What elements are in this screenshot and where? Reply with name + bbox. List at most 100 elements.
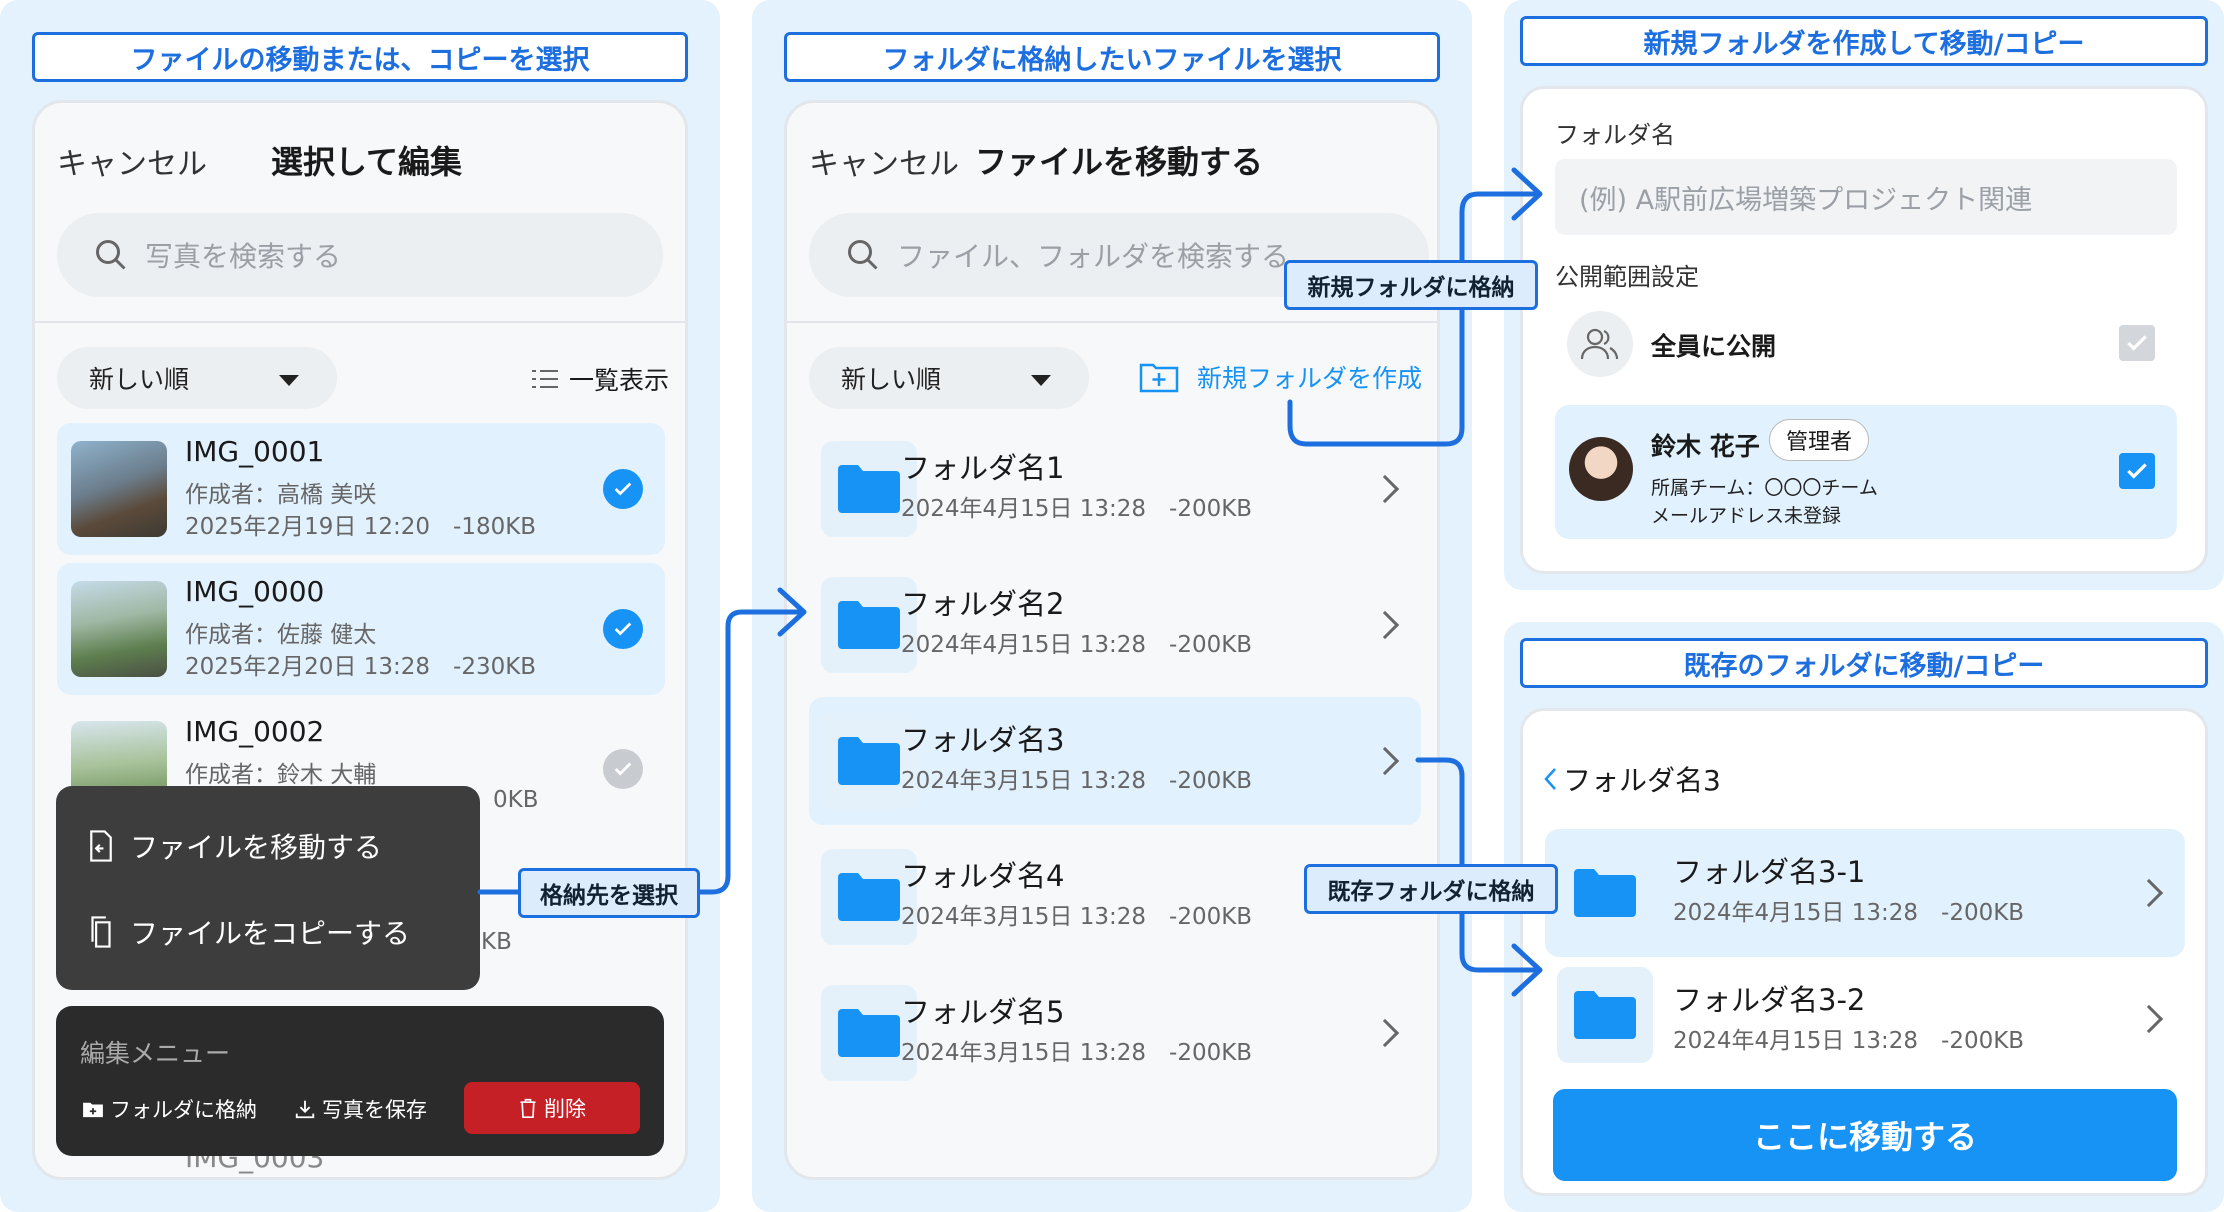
folder-name: フォルダ名1 [901, 451, 1065, 485]
step-label-4: 既存のフォルダに移動/コピー [1520, 638, 2208, 688]
folder-name: フォルダ名3 [901, 723, 1065, 757]
search-input[interactable]: 写真を検索する [57, 213, 663, 297]
edit-menu-title: 編集メニュー [80, 1039, 231, 1068]
group-avatar [1567, 311, 1633, 377]
folder-meta: 2024年4月15日 13:28 -200KB [1673, 900, 2025, 926]
view-toggle[interactable]: 一覧表示 [531, 361, 669, 397]
folder-meta: 2024年3月15日 13:28 -200KB [901, 904, 1253, 930]
avatar [1569, 437, 1633, 501]
user-checkbox[interactable] [2119, 453, 2155, 489]
folder-row-selected[interactable]: フォルダ名3-1 2024年4月15日 13:28 -200KB [1545, 829, 2185, 957]
item-meta: 0KB [493, 787, 539, 813]
back-nav[interactable]: フォルダ名3 [1543, 759, 1721, 799]
copy-file-menu-item[interactable]: ファイルをコピーする [86, 912, 410, 952]
search-icon [848, 240, 878, 270]
folder-meta: 2024年3月15日 13:28 -200KB [901, 768, 1253, 794]
folder-meta: 2024年4月15日 13:28 -200KB [901, 496, 1253, 522]
folder-meta: 2024年4月15日 13:28 -200KB [1673, 1028, 2025, 1054]
chevron-right-icon [2134, 878, 2164, 908]
sort-label: 新しい順 [89, 365, 190, 394]
chevron-right-icon [2134, 1004, 2164, 1034]
cancel-button[interactable]: キャンセル [809, 147, 959, 182]
search-icon [96, 240, 126, 270]
cancel-button[interactable]: キャンセル [57, 147, 207, 182]
new-folder-form: フォルダ名 (例) A駅前広場増築プロジェクト関連 公開範囲設定 全員に公開 鈴… [1520, 86, 2208, 574]
folder-icon [821, 985, 917, 1081]
folder-icon [1557, 967, 1653, 1063]
folder-row[interactable]: フォルダ名4 2024年3月15日 13:28 -200KB [809, 833, 1421, 961]
folder-name-label: フォルダ名 [1555, 121, 1675, 149]
view-toggle-label: 一覧表示 [569, 366, 670, 395]
save-photo-label: 写真を保存 [322, 1098, 427, 1122]
item-title: IMG_0001 [185, 435, 325, 468]
folder-name: フォルダ名4 [901, 859, 1065, 893]
move-file-icon [90, 830, 112, 862]
divider [787, 321, 1437, 323]
trash-icon [520, 1098, 536, 1118]
new-folder-button[interactable]: 新規フォルダを作成 [1139, 359, 1422, 395]
user-row[interactable]: 鈴木 花子 管理者 所属チーム：〇〇〇チーム メールアドレス未登録 [1555, 405, 2177, 539]
folder-name: フォルダ名3-2 [1673, 983, 1866, 1017]
divider [35, 321, 685, 323]
user-name: 鈴木 花子 [1651, 432, 1760, 461]
to-folder-label: フォルダに格納 [110, 1098, 257, 1122]
search-placeholder: ファイル、フォルダを検索する [897, 240, 1290, 273]
item-author: 作成者：高橋 美咲 [185, 482, 377, 508]
folder-meta: 2024年4月15日 13:28 -200KB [901, 632, 1253, 658]
chevron-right-icon [1370, 1018, 1400, 1048]
folder-name: フォルダ名5 [901, 995, 1065, 1029]
page-title: ファイルを移動する [975, 143, 1264, 181]
folder-plus-icon [1139, 363, 1179, 393]
list-item[interactable]: IMG_0000 作成者：佐藤 健太 2025年2月20日 13:28 -230… [57, 563, 665, 695]
list-item[interactable]: IMG_0001 作成者：高橋 美咲 2025年2月19日 12:20 -180… [57, 423, 665, 555]
folder-meta: 2024年3月15日 13:28 -200KB [901, 1040, 1253, 1066]
chevron-left-icon [1544, 768, 1556, 790]
folder-row[interactable]: フォルダ名5 2024年3月15日 13:28 -200KB [809, 969, 1421, 1097]
item-author: 作成者：佐藤 健太 [185, 622, 377, 648]
back-title: フォルダ名3 [1563, 764, 1721, 797]
user-mail: メールアドレス未登録 [1651, 505, 1842, 527]
chevron-right-icon [1370, 610, 1400, 640]
unchecked-icon[interactable] [603, 749, 643, 789]
item-title: IMG_0002 [185, 715, 325, 748]
item-meta: 2025年2月19日 12:20 -180KB [185, 514, 537, 540]
users-icon [1580, 328, 1619, 360]
save-photo-button[interactable]: 写真を保存 [294, 1094, 427, 1124]
move-file-menu-item[interactable]: ファイルを移動する [86, 826, 382, 866]
folder-row-selected[interactable]: フォルダ名3 2024年3月15日 13:28 -200KB [809, 697, 1421, 825]
context-menu: ファイルを移動する ファイルをコピーする [56, 786, 480, 990]
folder-icon [821, 441, 917, 537]
folder-row[interactable]: フォルダ名1 2024年4月15日 13:28 -200KB [809, 425, 1421, 553]
folder-icon [821, 849, 917, 945]
checked-icon[interactable] [603, 469, 643, 509]
move-here-button[interactable]: ここに移動する [1553, 1089, 2177, 1181]
checked-icon[interactable] [603, 609, 643, 649]
edit-menu-bar: 編集メニュー フォルダに格納 写真を保存 削除 [56, 1006, 664, 1156]
new-folder-label: 新規フォルダを作成 [1197, 364, 1423, 393]
page-title: 選択して編集 [271, 143, 463, 181]
folder-name-input[interactable]: (例) A駅前広場増築プロジェクト関連 [1555, 159, 2177, 235]
user-team: 所属チーム：〇〇〇チーム [1651, 477, 1878, 499]
folder-add-icon [83, 1102, 103, 1118]
folder-row[interactable]: フォルダ名3-2 2024年4月15日 13:28 -200KB [1545, 965, 2185, 1065]
photo-thumbnail [71, 441, 167, 537]
item-meta: KB [481, 929, 512, 955]
public-all-checkbox[interactable] [2119, 325, 2155, 361]
item-title: IMG_0000 [185, 575, 325, 608]
delete-label: 削除 [544, 1097, 586, 1121]
folder-row[interactable]: フォルダ名2 2024年4月15日 13:28 -200KB [809, 561, 1421, 689]
tag-new-folder: 新規フォルダに格納 [1284, 260, 1538, 310]
move-file-label: ファイルを移動する [130, 831, 383, 864]
copy-icon [91, 916, 111, 948]
item-meta: 2025年2月20日 13:28 -230KB [185, 654, 537, 680]
chevron-down-icon [279, 375, 299, 386]
folder-icon [821, 713, 917, 809]
folder-name: フォルダ名3-1 [1673, 855, 1866, 889]
chevron-down-icon [1031, 375, 1051, 386]
list-icon [532, 370, 558, 388]
delete-button[interactable]: 削除 [464, 1082, 640, 1134]
photo-thumbnail [71, 581, 167, 677]
sort-label: 新しい順 [841, 365, 942, 394]
to-folder-button[interactable]: フォルダに格納 [82, 1094, 257, 1124]
folder-name-placeholder: (例) A駅前広場増築プロジェクト関連 [1579, 184, 2033, 216]
